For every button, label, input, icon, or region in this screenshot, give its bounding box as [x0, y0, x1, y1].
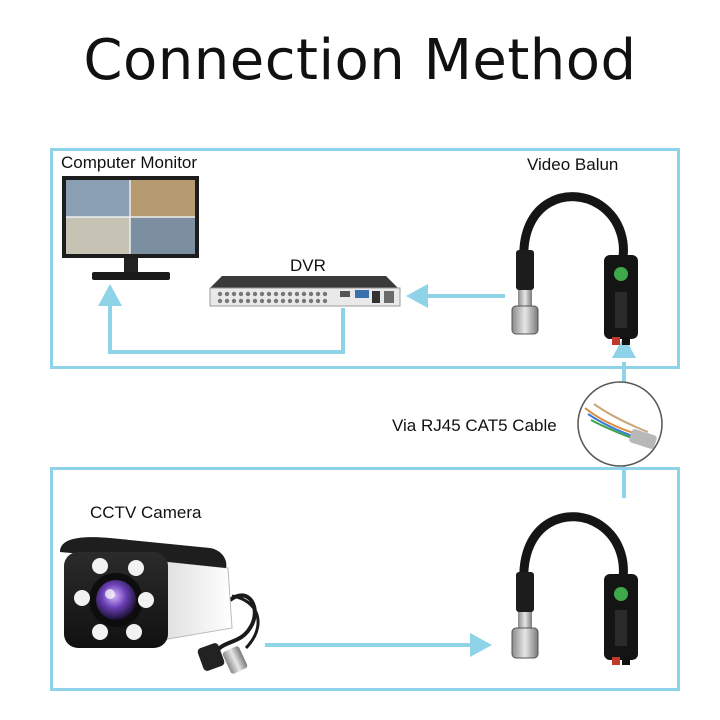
rj45-cable-icon — [577, 381, 663, 467]
computer-monitor-label: Computer Monitor — [61, 153, 198, 172]
dvr-label: DVR — [290, 256, 326, 275]
video-balun-label: Video Balun — [527, 155, 619, 174]
video-balun-top-icon — [511, 192, 638, 345]
cable-label: Via RJ45 CAT5 Cable — [392, 416, 557, 435]
receiver-side-panel — [50, 148, 680, 369]
arrow-dvr-to-monitor — [98, 284, 345, 354]
arrow-camera-to-balun — [265, 633, 492, 657]
cctv-camera-icon — [60, 537, 260, 674]
video-balun-bottom-icon — [511, 512, 638, 665]
dvr-device-icon — [209, 276, 401, 307]
cctv-camera-label: CCTV Camera — [90, 503, 202, 522]
arrow-balun-to-dvr — [406, 284, 505, 308]
computer-monitor-icon — [62, 176, 199, 280]
camera-side-panel — [50, 467, 680, 691]
page-title: Connection Method — [83, 28, 637, 93]
